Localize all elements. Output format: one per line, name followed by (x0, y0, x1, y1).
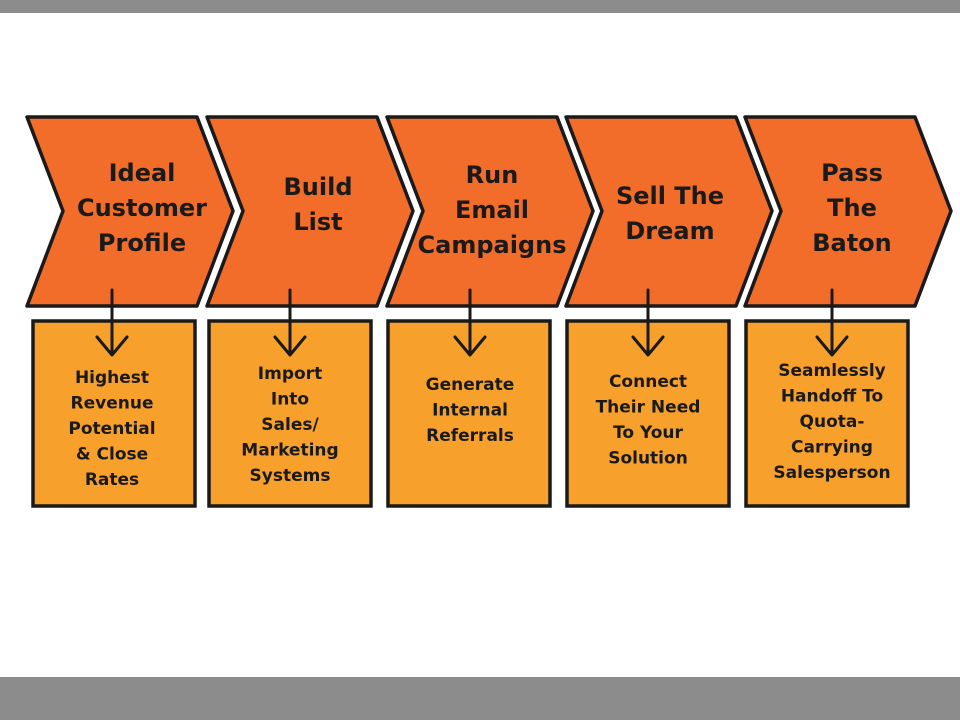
arrow-head-icon (453, 335, 487, 357)
bottom-frame-bar (0, 677, 960, 720)
step-title-line: Profile (98, 229, 186, 257)
process-diagram: IdealCustomerProfileHighestRevenuePotent… (25, 115, 953, 508)
arrow-head-icon (273, 335, 307, 357)
detail-text-line: & Close (76, 445, 148, 465)
arrow-head-icon (815, 335, 849, 357)
step-title-line: Run (466, 161, 519, 189)
detail-text-line: Solution (608, 449, 688, 469)
detail-text-line: Sales/ (261, 415, 319, 435)
arrow-head-icon (631, 335, 665, 357)
step-title-line: Ideal (109, 159, 176, 187)
step-title-line: Customer (77, 194, 207, 222)
steps-layer: IdealCustomerProfileHighestRevenuePotent… (25, 115, 953, 508)
chevron-build-list (205, 115, 415, 308)
step-title-line: Dream (625, 217, 714, 245)
detail-text-line: Their Need (596, 398, 701, 418)
chevron-ideal-customer-profile (25, 115, 235, 308)
step-build-list: BuildListImportIntoSales/MarketingSystem… (205, 115, 415, 508)
chevron-pass-the-baton (743, 115, 953, 308)
step-title-line: List (293, 208, 342, 236)
detail-text-line: Into (271, 390, 309, 410)
arrow-head-icon (95, 335, 129, 357)
step-title-line: The (827, 194, 877, 222)
chevron-run-email-campaigns (385, 115, 595, 308)
detail-text-line: Quota- (800, 412, 865, 432)
step-title-line: Baton (812, 229, 892, 257)
detail-text-line: Internal (432, 401, 508, 421)
chevron-sell-the-dream (564, 115, 774, 308)
detail-text-line: Referrals (426, 426, 514, 446)
detail-text-line: To Your (613, 423, 683, 443)
detail-text-line: Marketing (241, 441, 338, 461)
step-title-line: Campaigns (418, 231, 567, 259)
detail-text-line: Carrying (791, 438, 873, 458)
step-title-line: Pass (821, 159, 883, 187)
detail-text-line: Generate (426, 375, 515, 395)
detail-text-line: Handoff To (781, 387, 883, 407)
step-title-line: Sell The (616, 182, 724, 210)
detail-box-pass-the-baton (744, 319, 910, 508)
detail-text-line: Potential (68, 419, 155, 439)
detail-text-line: Systems (250, 466, 331, 486)
step-run-email-campaigns: RunEmailCampaignsGenerateInternalReferra… (385, 115, 595, 508)
detail-text-line: Rates (85, 470, 139, 490)
step-title-line: Build (283, 173, 352, 201)
top-frame-bar (0, 0, 960, 13)
detail-text-line: Seamlessly (778, 361, 885, 381)
detail-text-line: Connect (609, 372, 687, 392)
detail-text-line: Import (258, 364, 322, 384)
detail-text-line: Revenue (71, 394, 154, 414)
step-ideal-customer-profile: IdealCustomerProfileHighestRevenuePotent… (25, 115, 235, 508)
detail-text-line: Highest (75, 368, 149, 388)
detail-text-line: Salesperson (773, 463, 890, 483)
step-title-line: Email (455, 196, 529, 224)
